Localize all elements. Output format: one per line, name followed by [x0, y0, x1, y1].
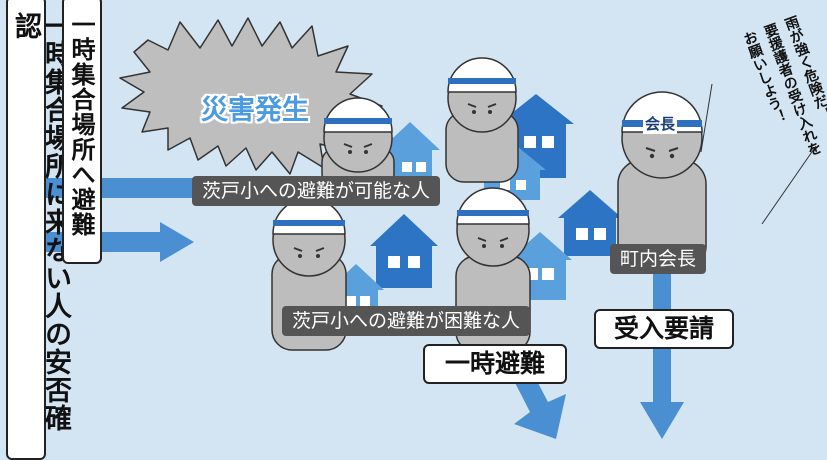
speech-line-left [700, 83, 713, 153]
acceptance-request-box: 受入要請 [594, 309, 734, 349]
house-5 [370, 214, 438, 288]
evacuate-to-temp-text: 一時集合場所へ避難 [67, 12, 95, 237]
person-2 [445, 57, 519, 183]
arrow-acceptance-request [640, 260, 684, 439]
house-1 [380, 122, 440, 188]
safety-check-text: 一時集合場所に来ない人の安否確認 [10, 12, 71, 432]
disaster-text: 災害発生 [201, 95, 309, 126]
person-1 [321, 97, 395, 189]
evacuate-to-temp-label: 一時集合場所へ避難 [62, 0, 102, 264]
speech-line-right [761, 145, 817, 225]
difficult-evacuate-label: 茨戸小への避難が困難な人 [282, 306, 531, 336]
can-evacuate-label: 茨戸小への避難が可能な人 [192, 176, 441, 206]
leader-helmet-text: 会長 [643, 113, 678, 134]
safety-check-label: 一時集合場所に来ない人の安否確認 [6, 0, 71, 460]
temporary-evacuation-box: 一時避難 [423, 344, 567, 384]
house-4 [558, 190, 622, 256]
leader-label: 町内会長 [610, 244, 707, 274]
